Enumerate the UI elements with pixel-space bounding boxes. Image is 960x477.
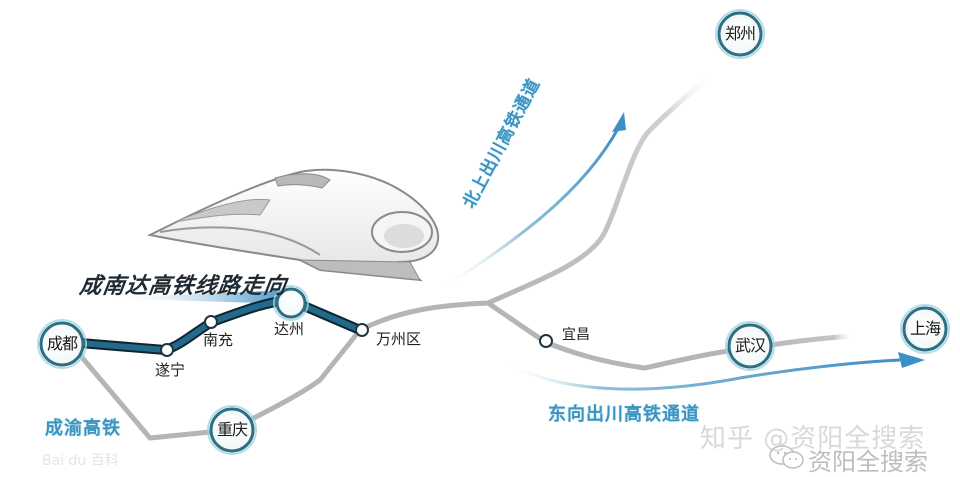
label-yichang: 宜昌 xyxy=(562,327,590,343)
label-nanchong: 南充 xyxy=(203,331,234,349)
label-suining: 遂宁 xyxy=(155,361,186,379)
east-arrow-line xyxy=(499,358,901,391)
diagram-title: 成南达高铁线路走向 xyxy=(77,274,289,299)
label-dazhou: 达州 xyxy=(274,320,305,338)
wechat-watermark: 资阳全搜索 xyxy=(808,448,928,476)
station-dot-yichang[interactable] xyxy=(539,334,553,348)
label-east-corridor: 东向出川高铁通道 xyxy=(548,404,700,425)
north-arrow-line xyxy=(439,124,622,292)
baidu-watermark: Bai du 百科 xyxy=(42,453,119,469)
title-underline-wedge xyxy=(100,290,290,304)
node-zhengzhou[interactable] xyxy=(717,11,763,57)
node-wuhan[interactable] xyxy=(727,323,773,369)
label-wanzhou: 万州区 xyxy=(376,330,422,348)
train-illustration xyxy=(146,168,440,282)
label-chongqing: 重庆 xyxy=(216,420,248,439)
label-shanghai: 上海 xyxy=(909,319,941,338)
label-wuhan: 武汉 xyxy=(734,336,766,355)
station-dot-wanzhou[interactable] xyxy=(355,323,369,337)
north-arrow-head xyxy=(612,112,626,132)
node-shanghai[interactable] xyxy=(902,306,948,352)
north-rail-line xyxy=(485,69,718,306)
node-chongqing[interactable] xyxy=(209,407,255,453)
station-dot-nanchong[interactable] xyxy=(204,315,218,329)
label-chengdu: 成都 xyxy=(46,334,78,353)
zhihu-watermark: 知乎 @资阳全搜索 xyxy=(700,424,926,454)
east-rail-line xyxy=(485,300,753,371)
wechat-icon xyxy=(769,445,804,469)
station-dot-suining[interactable] xyxy=(160,343,174,357)
label-zhengzhou: 郑州 xyxy=(724,24,756,43)
node-dazhou[interactable] xyxy=(275,287,307,319)
label-chengyu-route: 成渝高铁 xyxy=(45,418,121,439)
node-chengdu[interactable] xyxy=(39,321,85,367)
wanzhou-junction-line xyxy=(357,300,491,333)
east-arrow-head xyxy=(898,352,925,368)
